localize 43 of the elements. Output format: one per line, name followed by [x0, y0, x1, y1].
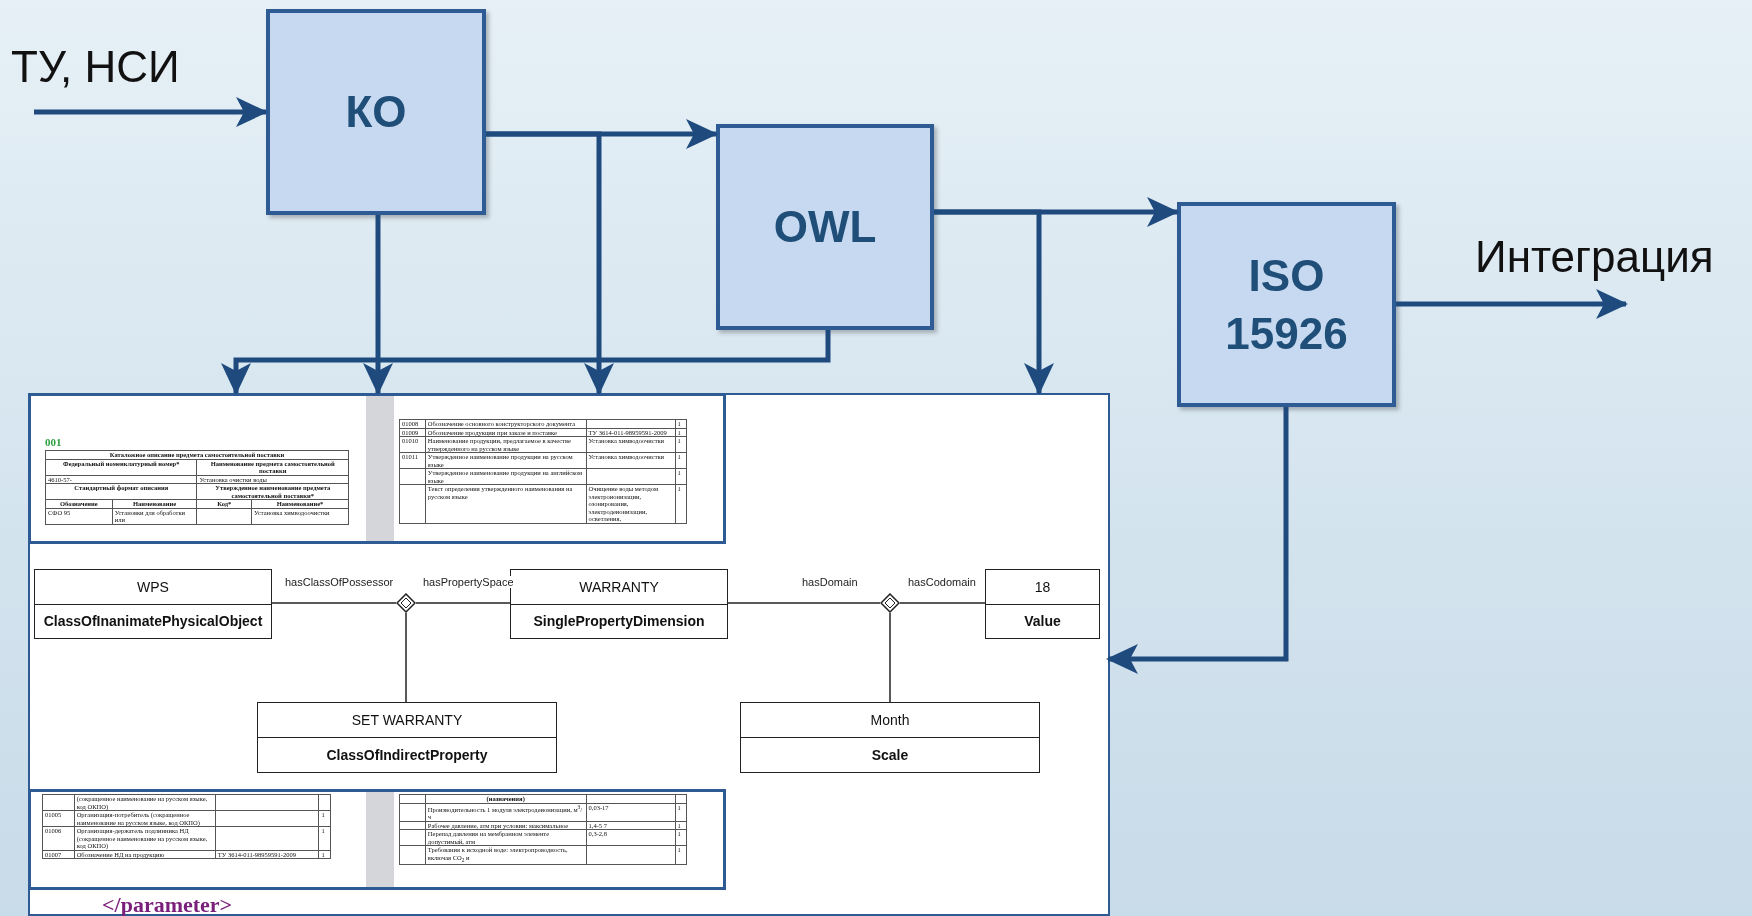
class-type: Scale [741, 737, 1039, 772]
class-name: 18 [1033, 577, 1052, 597]
class-name: SET WARRANTY [350, 711, 464, 730]
edge-label: Интеграция [1475, 232, 1714, 282]
class-type: Value [986, 603, 1099, 638]
connector-line [415, 602, 511, 604]
class-box [985, 569, 1100, 639]
section-number: 001 [45, 436, 62, 448]
edge-label: hasDomain [800, 576, 860, 588]
arrow [34, 97, 268, 127]
xml-document-panel [28, 393, 1110, 916]
code-tag: </parameter> [102, 892, 233, 916]
diamond-symbol [396, 593, 416, 613]
class-box [257, 702, 557, 773]
edge-label: ТУ, НСИ [11, 42, 180, 92]
process-box: ISO 15926 [1177, 202, 1396, 407]
edge-label: hasPropertySpace [421, 576, 516, 588]
class-name: WARRANTY [578, 577, 660, 597]
process-box: КО [266, 9, 486, 215]
connector-line [405, 612, 407, 703]
class-type: ClassOfInanimatePhysicalObject [35, 603, 271, 638]
edge-label: hasCodomain [906, 576, 978, 588]
arrow [221, 330, 831, 395]
connector-line [899, 602, 986, 604]
class-type: SinglePropertyDimension [511, 603, 727, 638]
process-box: OWL [716, 124, 934, 330]
arrow [1106, 407, 1289, 674]
arrow [486, 131, 614, 395]
class-box [34, 569, 272, 639]
connector-line [271, 602, 397, 604]
diamond-symbol [880, 593, 900, 613]
arrow [934, 209, 1054, 395]
connector-line [889, 612, 891, 703]
class-name: WPS [136, 577, 170, 597]
arrow [1396, 289, 1628, 319]
document-screenshot [28, 789, 726, 890]
arrow [363, 215, 393, 395]
class-box [740, 702, 1040, 773]
edge-label: hasClassOfPossessor [283, 576, 396, 588]
connector-line [727, 602, 881, 604]
document-screenshot [28, 393, 726, 544]
class-type: ClassOfIndirectProperty [258, 737, 556, 772]
class-name: Month [869, 711, 911, 730]
